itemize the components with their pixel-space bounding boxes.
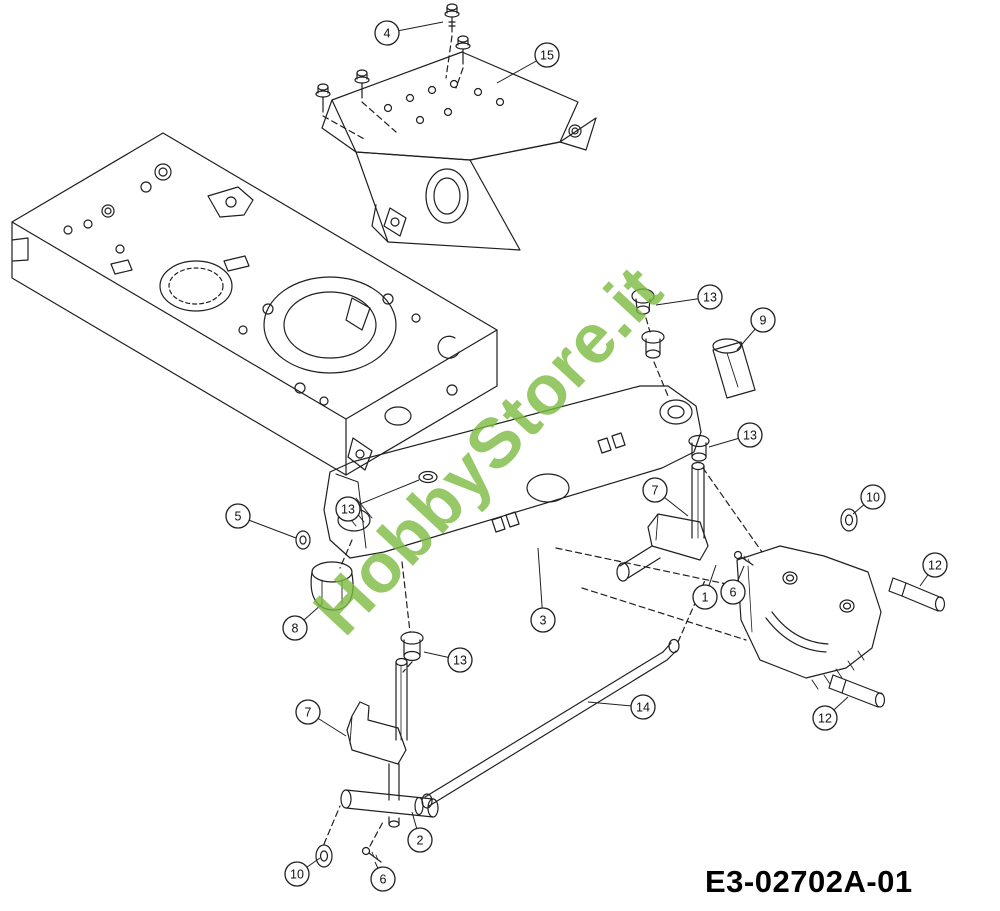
svg-text:7: 7 [652,484,659,498]
diagram-code: E3-02702A-01 [705,864,913,899]
svg-text:3: 3 [540,614,547,628]
svg-text:10: 10 [866,491,880,505]
svg-text:12: 12 [928,559,942,573]
callout-13: 13 [708,422,763,448]
svg-text:14: 14 [636,701,650,715]
callout-13: 13 [655,284,723,310]
callout-9: 9 [736,307,776,351]
svg-text:1: 1 [702,591,709,605]
axle-beam-part3 [295,385,702,559]
callout-6: 6 [720,565,746,605]
bushing-part13-center [400,561,424,673]
svg-text:6: 6 [380,873,387,887]
svg-text:13: 13 [743,429,757,443]
callout-1: 1 [692,564,718,610]
svg-text:13: 13 [453,654,467,668]
callout-12: 12 [919,552,948,587]
right-spindle-assembly-part7 [616,288,763,582]
svg-text:15: 15 [540,49,554,63]
callout-12: 12 [812,696,849,731]
svg-text:2: 2 [417,834,424,848]
callout-7: 7 [295,699,347,737]
svg-text:13: 13 [703,291,717,305]
svg-text:9: 9 [760,314,767,328]
callout-layer: 4 15 13 9 13 5 13 7 3 1 6 10 12 8 13 7 14 12 10 2 6 [225,20,948,892]
chassis-frame [11,132,498,476]
callout-13: 13 [335,479,420,522]
svg-text:5: 5 [235,510,242,524]
callout-7: 7 [642,477,689,517]
callout-13: 13 [423,647,473,673]
sector-bracket-part1 [555,545,882,690]
callout-3: 3 [530,547,556,633]
callout-8: 8 [282,603,323,641]
callout-4: 4 [374,20,444,46]
svg-text:7: 7 [305,706,312,720]
svg-text:10: 10 [290,868,304,882]
svg-text:12: 12 [818,712,832,726]
tie-rod-part14 [421,577,707,809]
svg-text:6: 6 [730,586,737,600]
callout-6: 6 [370,861,396,892]
svg-text:8: 8 [292,622,299,636]
mounting-bolts-part4 [315,3,471,141]
right-hardware [828,508,946,708]
callout-10: 10 [852,484,886,515]
left-spindle-assembly-part7 [315,657,439,868]
callout-15: 15 [496,42,560,84]
callout-10: 10 [284,857,321,887]
svg-text:4: 4 [384,27,391,41]
mounting-bracket-part15 [321,51,597,251]
svg-text:13: 13 [341,503,355,517]
callout-14: 14 [587,694,656,720]
axle-cap-part8 [310,539,354,611]
callout-5: 5 [225,503,297,539]
callout-2: 2 [407,811,433,853]
